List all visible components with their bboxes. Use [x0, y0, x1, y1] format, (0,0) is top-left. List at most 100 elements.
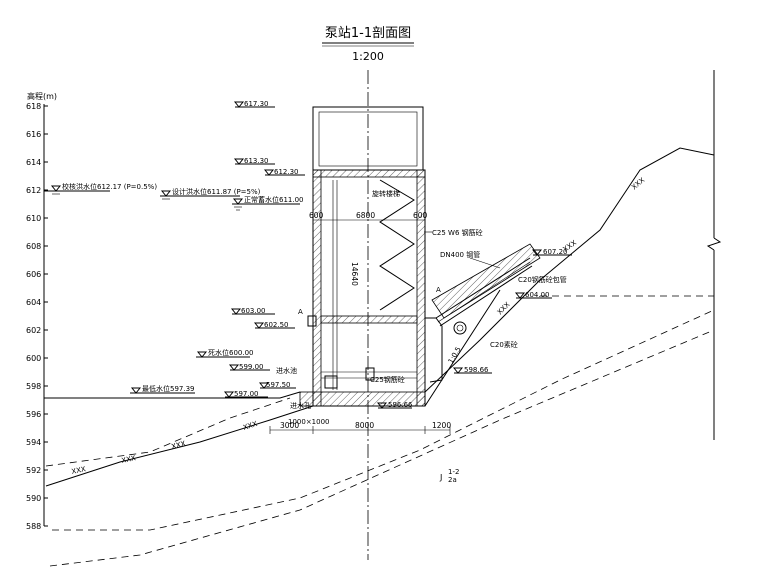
elev-596: 596.66	[376, 401, 413, 409]
outlet-pipe-vertical	[425, 317, 443, 383]
svg-text:598.66: 598.66	[464, 366, 489, 374]
pump-house-inner	[318, 111, 418, 167]
drawing-title: 泵站1-1剖面图	[325, 26, 411, 41]
stair-zigzag	[379, 179, 415, 311]
tick-label: 596	[26, 410, 41, 419]
design-flood-marker: 设计洪水位611.87 (P=5%)	[160, 187, 261, 200]
joint-sup: 1-2	[448, 468, 459, 476]
joint-mark: J	[439, 473, 442, 482]
elev-607: 607.20	[531, 248, 572, 256]
elev-599: 599.00	[228, 363, 270, 371]
tick-label: 600	[26, 354, 41, 363]
svg-text:613.30: 613.30	[244, 157, 269, 165]
tick-label: 608	[26, 242, 41, 251]
axis-unit-label: 高程(m)	[27, 91, 57, 101]
axis-ticks	[44, 105, 48, 527]
opening-size-label: 1000×1000	[288, 418, 330, 426]
tick-label: 588	[26, 522, 41, 531]
dim-width-mid: 6800	[356, 211, 375, 220]
xxx-mark: XXX	[496, 300, 512, 316]
elev-602: 602.50	[253, 321, 295, 329]
elev-597b: 597.50	[258, 381, 296, 389]
terrain-xxx-left	[45, 405, 314, 487]
c20-label: C20素砼	[490, 340, 518, 349]
xxx-mark: XXX	[630, 176, 646, 192]
dim-base-left: 3000	[280, 421, 299, 430]
tick-label: 604	[26, 298, 41, 307]
tick-label: 592	[26, 466, 41, 475]
axis-tick-labels: 618 616 614 612 610 608 606 604 602 600 …	[26, 102, 41, 531]
svg-text:599.00: 599.00	[239, 363, 264, 371]
svg-text:597.00: 597.00	[234, 390, 259, 398]
dim-height: 14640	[350, 262, 359, 286]
joint-sub: 2a	[448, 476, 457, 484]
elev-612: 612.30	[263, 168, 305, 176]
tick-label: 594	[26, 438, 41, 447]
dead-level-marker: 死水位600.00	[196, 348, 254, 358]
xxx-mark: XXX	[121, 454, 137, 465]
svg-text:死水位600.00: 死水位600.00	[208, 348, 254, 357]
encasement-label: C20钢筋砼包管	[518, 275, 567, 284]
tick-label: 606	[26, 270, 41, 279]
opening-label: 进水孔	[290, 401, 311, 410]
inlet-pool-label: 进水池	[276, 366, 297, 375]
svg-text:校核洪水位612.17 (P=0.5%): 校核洪水位612.17 (P=0.5%)	[62, 182, 157, 191]
svg-text:604.00: 604.00	[525, 291, 550, 299]
left-wall	[312, 169, 322, 407]
tick-label: 616	[26, 130, 41, 139]
slope-label: 1:0.5	[447, 345, 463, 365]
elev-598: 598.66	[452, 366, 492, 374]
tick-label: 618	[26, 102, 41, 111]
svg-text:603.00: 603.00	[241, 307, 266, 315]
tick-label: 602	[26, 326, 41, 335]
terrain-dashed-lower	[52, 309, 715, 531]
terrain-dashed-left	[45, 397, 291, 467]
xxx-mark: XXX	[171, 440, 187, 451]
elev-604: 604.00	[514, 291, 552, 299]
svg-text:设计洪水位611.87 (P=5%): 设计洪水位611.87 (P=5%)	[172, 187, 261, 196]
svg-text:612.30: 612.30	[274, 168, 299, 176]
break-mark	[706, 237, 722, 251]
svg-text:602.50: 602.50	[264, 321, 289, 329]
svg-text:617.30: 617.30	[244, 100, 269, 108]
tick-label: 610	[26, 214, 41, 223]
top-slab	[312, 169, 426, 178]
xxx-mark: XXX	[242, 420, 258, 432]
pipe-encasement	[431, 243, 541, 319]
pipe-label: DN400 钢管	[440, 250, 480, 259]
gate-valve	[365, 367, 375, 381]
section-mark-a2: A	[436, 286, 441, 294]
c25-label: C25钢筋砼	[370, 375, 405, 384]
drawing-scale: 1:200	[352, 50, 384, 63]
section-mark-a: A	[298, 308, 303, 316]
wall-material-label: C25 W6 钢筋砼	[432, 228, 483, 237]
tick-label: 590	[26, 494, 41, 503]
elev-597: 597.00	[223, 390, 268, 398]
dim-base-right: 1200	[432, 421, 451, 430]
valve-circle	[453, 321, 467, 335]
elev-603: 603.00	[230, 307, 275, 315]
shaft-outline	[312, 169, 426, 407]
flood-level-marker: 校核洪水位612.17 (P=0.5%)	[44, 182, 157, 195]
elev-613: 613.30	[233, 157, 275, 165]
dim-wall-right: 600	[413, 211, 428, 220]
terrain-dashed-bottom	[49, 329, 715, 567]
svg-text:596.66: 596.66	[388, 401, 413, 409]
ground-left	[44, 391, 301, 399]
stair-label: 旋转楼梯	[372, 189, 400, 198]
elev-top: 617.30	[233, 100, 275, 108]
inlet-block	[307, 315, 317, 327]
normal-level-marker: 正常蓄水位611.00	[232, 195, 304, 211]
dim-base-mid: 8000	[355, 421, 374, 430]
low-level-marker: 最低水位597.39	[130, 384, 195, 394]
svg-text:最低水位597.39: 最低水位597.39	[142, 384, 195, 393]
tick-label: 612	[26, 186, 41, 195]
svg-text:607.20: 607.20	[543, 248, 568, 256]
tick-label: 598	[26, 382, 41, 391]
svg-text:597.50: 597.50	[266, 381, 291, 389]
embankment-slope	[424, 289, 501, 407]
mid-slab	[320, 315, 418, 324]
right-wall	[416, 169, 426, 407]
svg-text:正常蓄水位611.00: 正常蓄水位611.00	[244, 195, 304, 204]
